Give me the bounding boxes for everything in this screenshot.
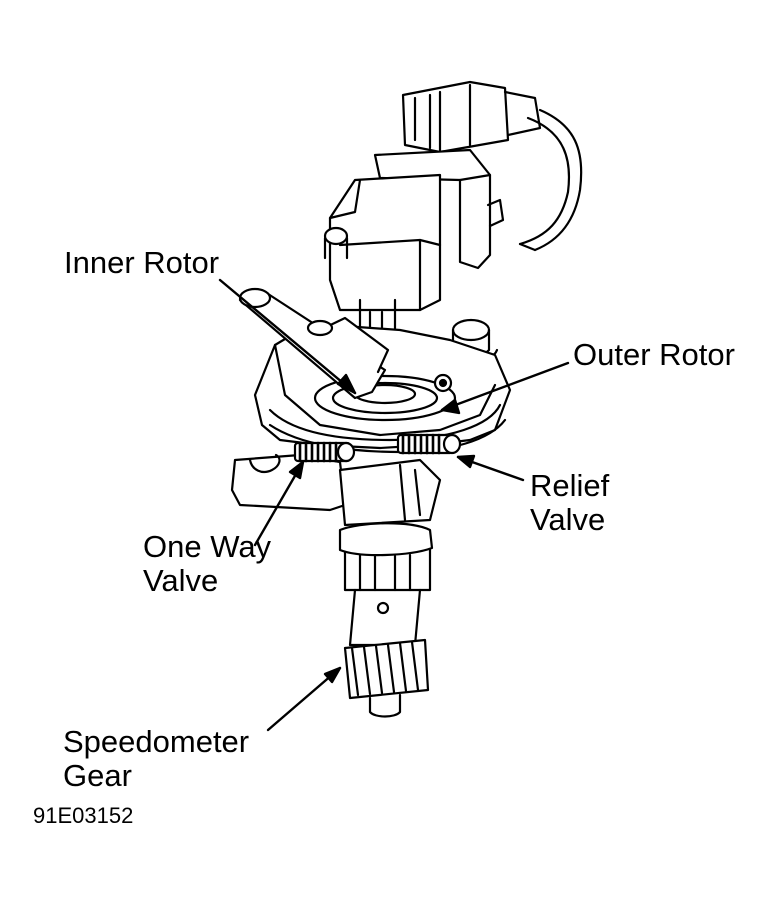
speedometer-gear-label-line1: Speedometer <box>63 724 250 759</box>
lower-housing <box>230 453 442 527</box>
relief-valve-label-line2: Valve <box>530 502 606 537</box>
sensor-housing <box>323 173 442 342</box>
figure-code: 91E03152 <box>33 803 134 828</box>
one-way-valve-spring <box>293 441 356 463</box>
shaft-collar <box>338 522 434 592</box>
one-way-valve-label-line1: One Way <box>143 529 272 564</box>
speedometer-gear <box>343 638 430 718</box>
electrical-connector <box>401 80 583 252</box>
drive-shaft <box>348 588 422 647</box>
leader-lines <box>218 278 570 732</box>
speedometer-gear-label-line2: Gear <box>63 758 132 793</box>
outer-rotor-leader <box>440 361 570 412</box>
relief-valve-spring <box>396 433 462 455</box>
inner-rotor-leader <box>218 278 357 395</box>
one-way-valve-label-line2: Valve <box>143 563 219 598</box>
relief-valve-label-line1: Relief <box>530 468 610 503</box>
inner-rotor-label: Inner Rotor <box>64 245 220 280</box>
outer-rotor-label: Outer Rotor <box>573 337 735 372</box>
